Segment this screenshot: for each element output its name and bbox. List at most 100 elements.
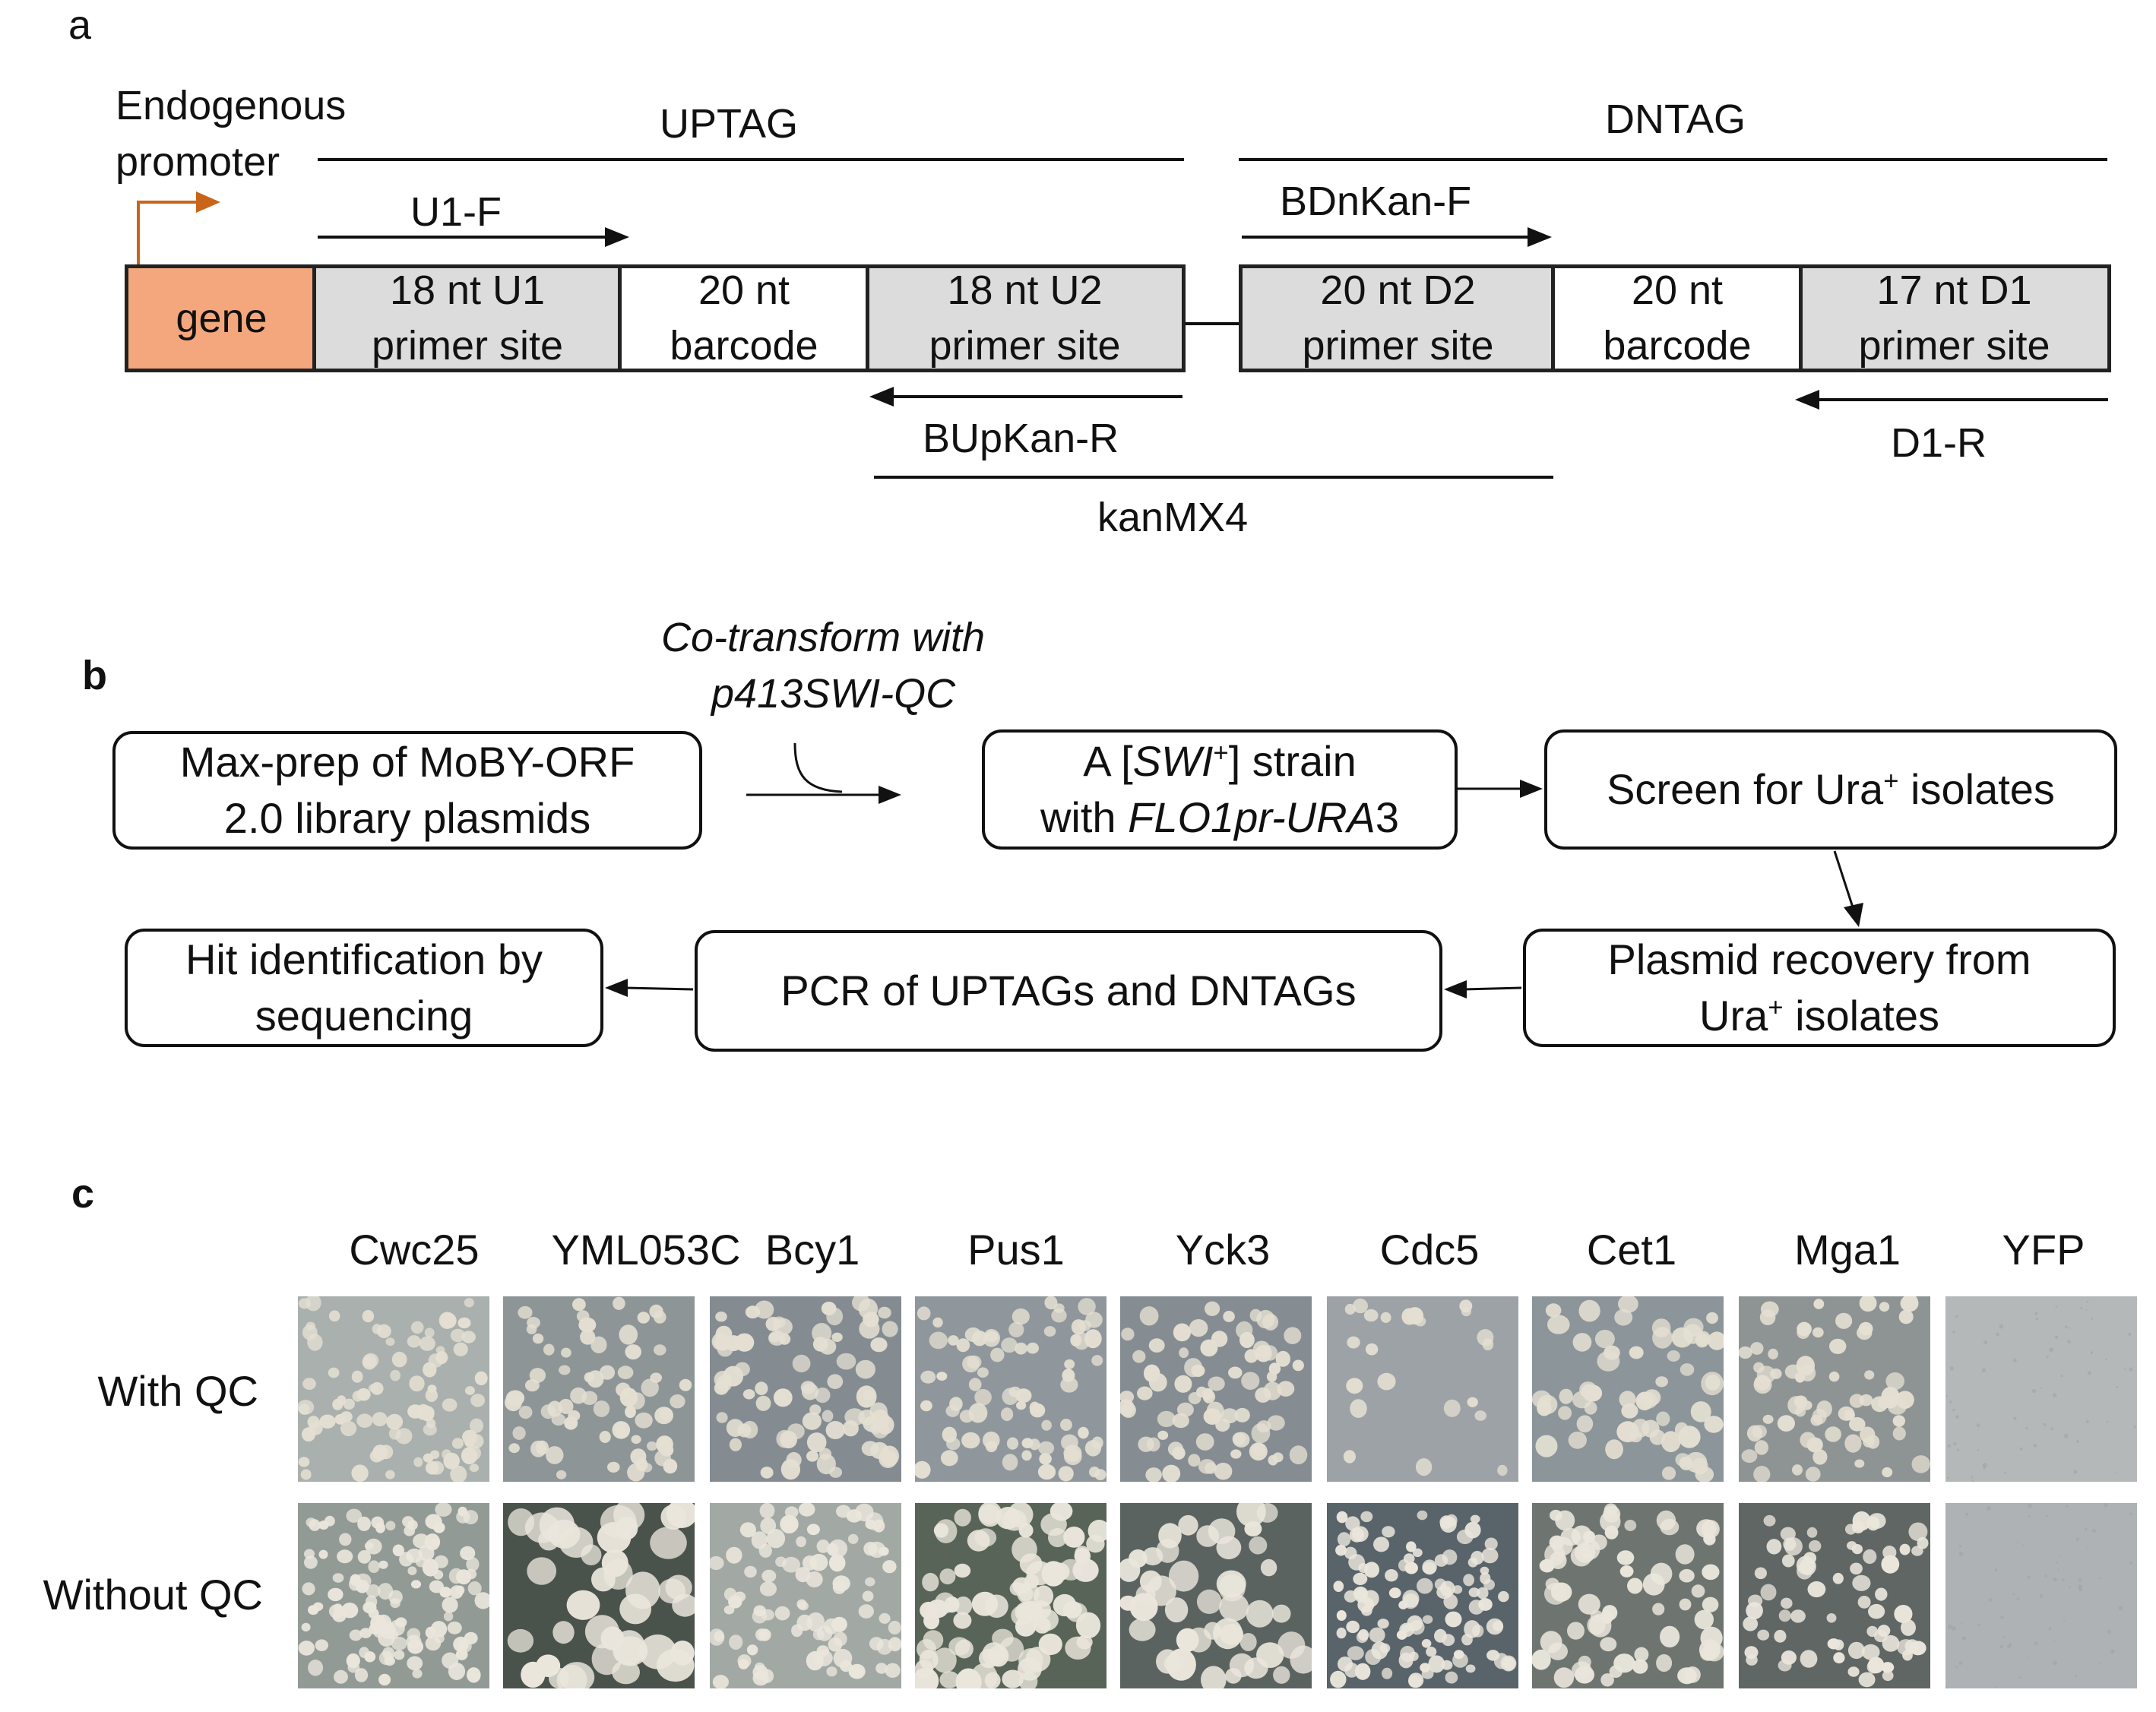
colony-plate-image [915, 1296, 1106, 1482]
segment-u2-line2: primer site [929, 323, 1121, 369]
colony-plate-image [1120, 1503, 1312, 1688]
strain-line2-italic: FLO1pr-URA [1128, 793, 1376, 841]
flow-box-pcr: PCR of UPTAGs and DNTAGs [695, 930, 1442, 1052]
flow-box-screen: Screen for Ura+ isolates [1544, 729, 2117, 850]
segment-u1-primer-site: 18 nt U1 primer site [315, 264, 620, 372]
strain-text-italic: SWI [1132, 737, 1214, 786]
segment-gene-label: gene [176, 295, 268, 341]
segment-u1-line2: primer site [371, 323, 564, 369]
segment-divider [1551, 264, 1555, 372]
colony-plate-image [503, 1503, 695, 1688]
segment-gene: gene [125, 264, 315, 372]
colony-plate-image [298, 1503, 489, 1688]
promoter-label-line1: Endogenous [116, 83, 347, 128]
column-header-pus1: Pus1 [967, 1226, 1065, 1274]
colony-plate-image [1945, 1503, 2137, 1688]
segment-u1-line1: 18 nt U1 [389, 267, 546, 314]
flow-box-hit-line2: sequencing [255, 992, 473, 1040]
column-header-yfp: YFP [2002, 1226, 2085, 1274]
segment-d1-line1: 17 nt D1 [1876, 267, 2032, 314]
flow-box-recovery-line1: Plasmid recovery from [1607, 935, 2031, 984]
colony-plate-image [710, 1296, 901, 1482]
panel-a-letter: a [68, 2, 92, 48]
kanmx4-line [874, 476, 1553, 479]
flow-box-maxprep-line2: 2.0 library plasmids [223, 794, 591, 842]
colony-plate-image [1532, 1296, 1724, 1482]
row-header-with-qc: With QC [97, 1367, 258, 1415]
strain-text-sup: + [1213, 739, 1229, 767]
primer-d1r-label: D1-R [1891, 420, 1987, 466]
segment-divider [312, 264, 316, 372]
flow-box-recovery-line2: Ura+ isolates [1699, 988, 1939, 1044]
promoter-label-line2: promoter [116, 139, 280, 185]
strain-text-post: ] strain [1228, 737, 1357, 786]
screen-text-sup: + [1883, 766, 1899, 796]
uptag-label: UPTAG [660, 101, 799, 147]
screen-text-pre: Screen for Ura [1607, 765, 1884, 814]
segment-divider [618, 264, 622, 372]
segment-uptag-barcode-line1: 20 nt [698, 267, 790, 314]
recovery-text-pre: Ura [1699, 992, 1768, 1040]
column-header-cdc5: Cdc5 [1379, 1226, 1480, 1274]
colony-plate-image [1739, 1503, 1930, 1688]
segment-d2-line1: 20 nt D2 [1320, 267, 1476, 314]
primer-bdnkan-f-label: BDnKan-F [1280, 179, 1472, 224]
segment-divider [866, 264, 869, 372]
flow-box-strain-line1: A [SWI+] strain [1083, 733, 1357, 790]
segment-d2-primer-site: 20 nt D2 primer site [1239, 264, 1553, 372]
column-header-mga1: Mga1 [1794, 1226, 1901, 1274]
column-header-cwc25: Cwc25 [349, 1226, 480, 1274]
kanmx4-connector [1186, 322, 1239, 325]
screen-text-post: isolates [1898, 765, 2055, 814]
flow-box-strain-line2: with FLO1pr-URA3 [1040, 790, 1399, 846]
segment-divider [1799, 264, 1803, 372]
segment-uptag-barcode-line2: barcode [670, 323, 818, 369]
segment-u2-line1: 18 nt U2 [947, 267, 1103, 314]
colony-plate-image [710, 1503, 901, 1688]
flow-box-screen-text: Screen for Ura+ isolates [1607, 761, 2055, 818]
segment-dntag-barcode: 20 nt barcode [1553, 264, 1801, 372]
cotransform-label-line2: p413SWI-QC [711, 671, 956, 717]
column-header-bcy1: Bcy1 [765, 1226, 860, 1274]
strain-text-pre: A [ [1083, 737, 1133, 786]
primer-bupkan-r-label: BUpKan-R [923, 416, 1119, 461]
flow-box-hit-line1: Hit identification by [185, 935, 543, 984]
segment-d1-primer-site: 17 nt D1 primer site [1801, 264, 2111, 372]
flow-box-hit-identification: Hit identification by sequencing [125, 929, 603, 1047]
dntag-line [1239, 158, 2107, 161]
column-header-yml053c: YML053C [551, 1226, 741, 1274]
colony-plate-image [1532, 1503, 1724, 1688]
column-header-yck3: Yck3 [1175, 1226, 1271, 1274]
flow-box-maxprep-line1: Max-prep of MoBY-ORF [179, 738, 635, 786]
colony-plate-image [298, 1296, 489, 1482]
panel-c-letter: c [71, 1171, 95, 1217]
primer-u1f-label: U1-F [410, 189, 502, 235]
colony-plate-image [1120, 1296, 1312, 1482]
flow-box-maxprep: Max-prep of MoBY-ORF 2.0 library plasmid… [112, 731, 702, 850]
uptag-line [318, 158, 1184, 161]
flow-box-pcr-text: PCR of UPTAGs and DNTAGs [780, 967, 1357, 1015]
flow-box-recovery: Plasmid recovery from Ura+ isolates [1523, 929, 2116, 1047]
cotransform-label-line1: Co-transform with [661, 615, 986, 660]
segment-u2-primer-site: 18 nt U2 primer site [868, 264, 1186, 372]
segment-uptag-barcode: 20 nt barcode [620, 264, 868, 372]
column-header-cet1: Cet1 [1586, 1226, 1677, 1274]
kanmx4-label: kanMX4 [1097, 495, 1249, 540]
colony-plate-image [1739, 1296, 1930, 1482]
recovery-text-post: isolates [1783, 992, 1939, 1040]
colony-plate-image [1327, 1503, 1518, 1688]
segment-dntag-barcode-line2: barcode [1603, 323, 1752, 369]
segment-d2-line2: primer site [1302, 323, 1494, 369]
segment-d1-line2: primer site [1858, 323, 2050, 369]
flow-box-strain: A [SWI+] strain with FLO1pr-URA3 [982, 729, 1458, 850]
dntag-label: DNTAG [1605, 97, 1746, 142]
colony-plate-image [915, 1503, 1106, 1688]
strain-line2-post: 3 [1375, 793, 1400, 841]
strain-line2-pre: with [1040, 793, 1129, 841]
colony-plate-image [1327, 1296, 1518, 1482]
colony-plate-image [1945, 1296, 2137, 1482]
recovery-text-sup: + [1768, 992, 1784, 1022]
panel-b-letter: b [82, 653, 107, 698]
row-header-without-qc: Without QC [43, 1571, 263, 1619]
colony-plate-image [503, 1296, 695, 1482]
